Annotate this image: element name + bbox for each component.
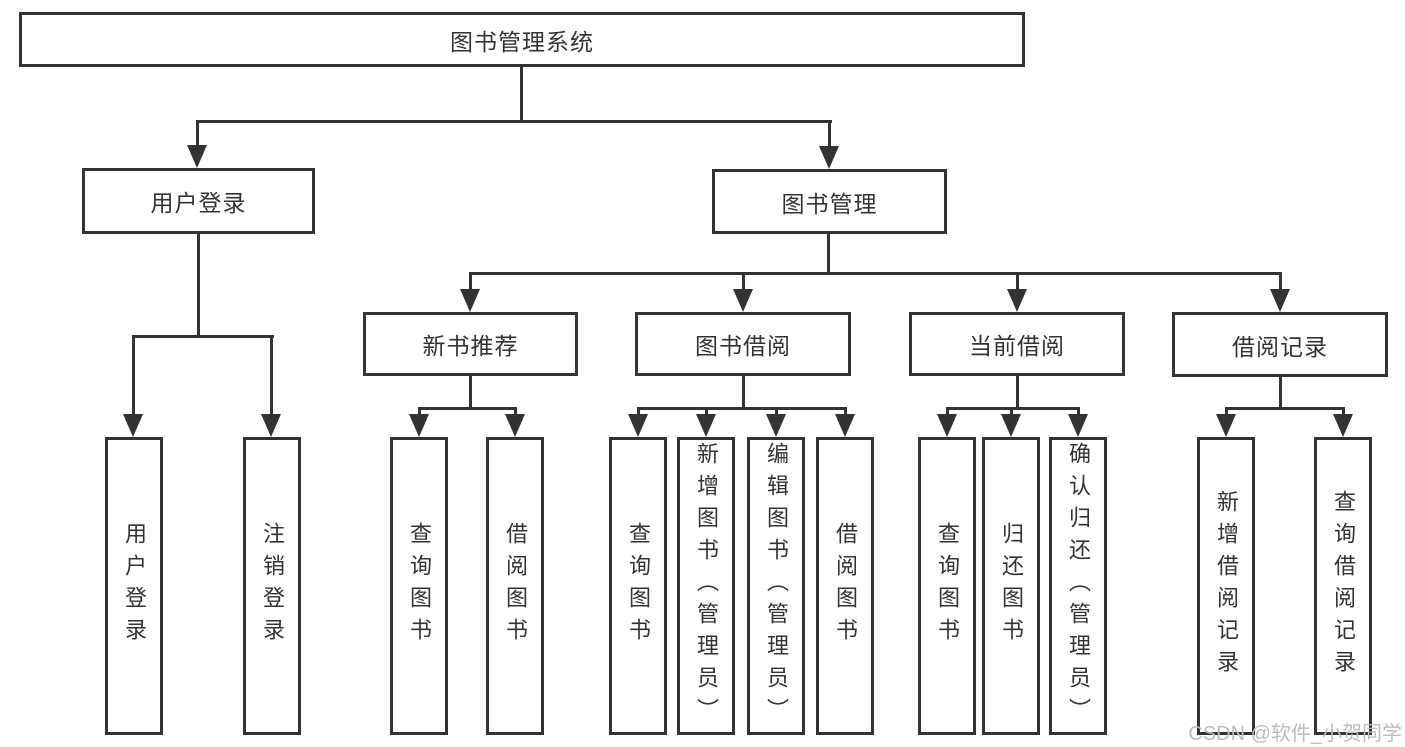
connector-line [637,407,640,416]
connector-line [637,407,847,410]
connector-line [844,407,847,416]
connector-line [469,376,472,407]
node-label: 借阅图书 [833,522,858,650]
connector-line [1016,376,1019,407]
node-label: 用户登录 [122,522,147,650]
connector-line [775,407,778,416]
connector-line [828,120,831,148]
leaf-edit-book-admin: 编辑图书（管理员） [747,437,805,735]
connector-line [1279,272,1282,291]
arrowhead-icon [460,289,480,312]
node-label: 借阅图书 [503,522,528,650]
arrowhead-icon [1270,289,1290,312]
connector-line [197,234,200,335]
connector-line [132,335,135,415]
arrowhead-icon [1007,289,1027,312]
leaf-query-book-borrow: 查询图书 [609,437,667,735]
connector-line [418,407,517,410]
node-label: 归还图书 [999,522,1024,650]
arrowhead-icon [1001,414,1021,437]
arrowhead-icon [1068,414,1088,437]
node-label: 借阅记录 [1232,333,1328,360]
node-borrow-records: 借阅记录 [1172,312,1388,377]
connector-line [705,407,708,416]
node-label: 注销登录 [260,522,285,650]
connector-line [469,272,1282,275]
connector-line [1225,407,1228,416]
connector-line [270,335,273,415]
connector-line [1279,377,1282,407]
arrowhead-icon [123,414,143,437]
arrowhead-icon [409,414,429,437]
connector-line [1016,272,1019,291]
node-label: 查询图书 [935,522,960,650]
arrowhead-icon [733,289,753,312]
leaf-query-book-current: 查询图书 [918,437,976,735]
connector-line [469,272,472,291]
node-label: 查询图书 [626,522,651,650]
arrowhead-icon [628,414,648,437]
connector-line [742,272,745,291]
arrowhead-icon [505,414,525,437]
connector-line [514,407,517,416]
node-label: 图书借阅 [695,333,791,359]
node-label: 图书管理 [781,190,878,217]
connector-line [742,376,745,407]
leaf-borrow-book: 借阅图书 [816,437,874,735]
connector-line [1010,407,1013,416]
connector-line [1342,407,1345,416]
node-label: 编辑图书（管理员） [764,442,789,730]
leaf-add-book-admin: 新增图书（管理员） [677,437,735,735]
connector-line [520,67,523,120]
node-label: 确认归还（管理员） [1066,442,1091,730]
node-label: 新增图书（管理员） [694,442,719,730]
connector-line [196,120,832,123]
connector-line [946,407,1080,410]
node-book-borrow: 图书借阅 [635,312,851,376]
connector-line [418,407,421,416]
leaf-return-book: 归还图书 [982,437,1040,735]
node-label: 查询借阅记录 [1331,490,1356,682]
node-book-management: 图书管理 [712,169,947,234]
connector-line [1077,407,1080,416]
leaf-query-borrow-record: 查询借阅记录 [1314,437,1372,735]
node-label: 用户登录 [150,190,247,216]
node-label: 新增借阅记录 [1214,490,1239,682]
node-label: 图书管理系统 [450,28,594,55]
watermark: CSDN @软件_小贺同学 [1188,723,1402,745]
connector-line [196,120,199,148]
arrowhead-icon [835,414,855,437]
arrowhead-icon [937,414,957,437]
node-label: 新书推荐 [422,333,519,359]
arrowhead-icon [187,145,207,168]
leaf-query-book-recommend: 查询图书 [390,437,448,735]
node-current-borrow: 当前借阅 [909,312,1125,376]
leaf-logout: 注销登录 [243,437,301,735]
arrowhead-icon [819,146,839,169]
node-label: 查询图书 [407,522,432,650]
arrowhead-icon [1216,414,1236,437]
arrowhead-icon [696,414,716,437]
arrowhead-icon [766,414,786,437]
arrowhead-icon [1333,414,1353,437]
leaf-add-borrow-record: 新增借阅记录 [1197,437,1255,735]
connector-line [132,335,274,338]
connector-line [946,407,949,416]
node-system-root: 图书管理系统 [19,12,1025,67]
leaf-confirm-return-admin: 确认归还（管理员） [1049,437,1107,735]
node-new-book-recommend: 新书推荐 [363,312,578,376]
leaf-user-login: 用户登录 [105,437,163,735]
node-label: 当前借阅 [969,333,1065,359]
arrowhead-icon [261,414,281,437]
leaf-borrow-book-recommend: 借阅图书 [486,437,544,735]
connector-line [827,234,830,272]
connector-line [1225,407,1345,410]
node-user-login: 用户登录 [82,168,315,234]
